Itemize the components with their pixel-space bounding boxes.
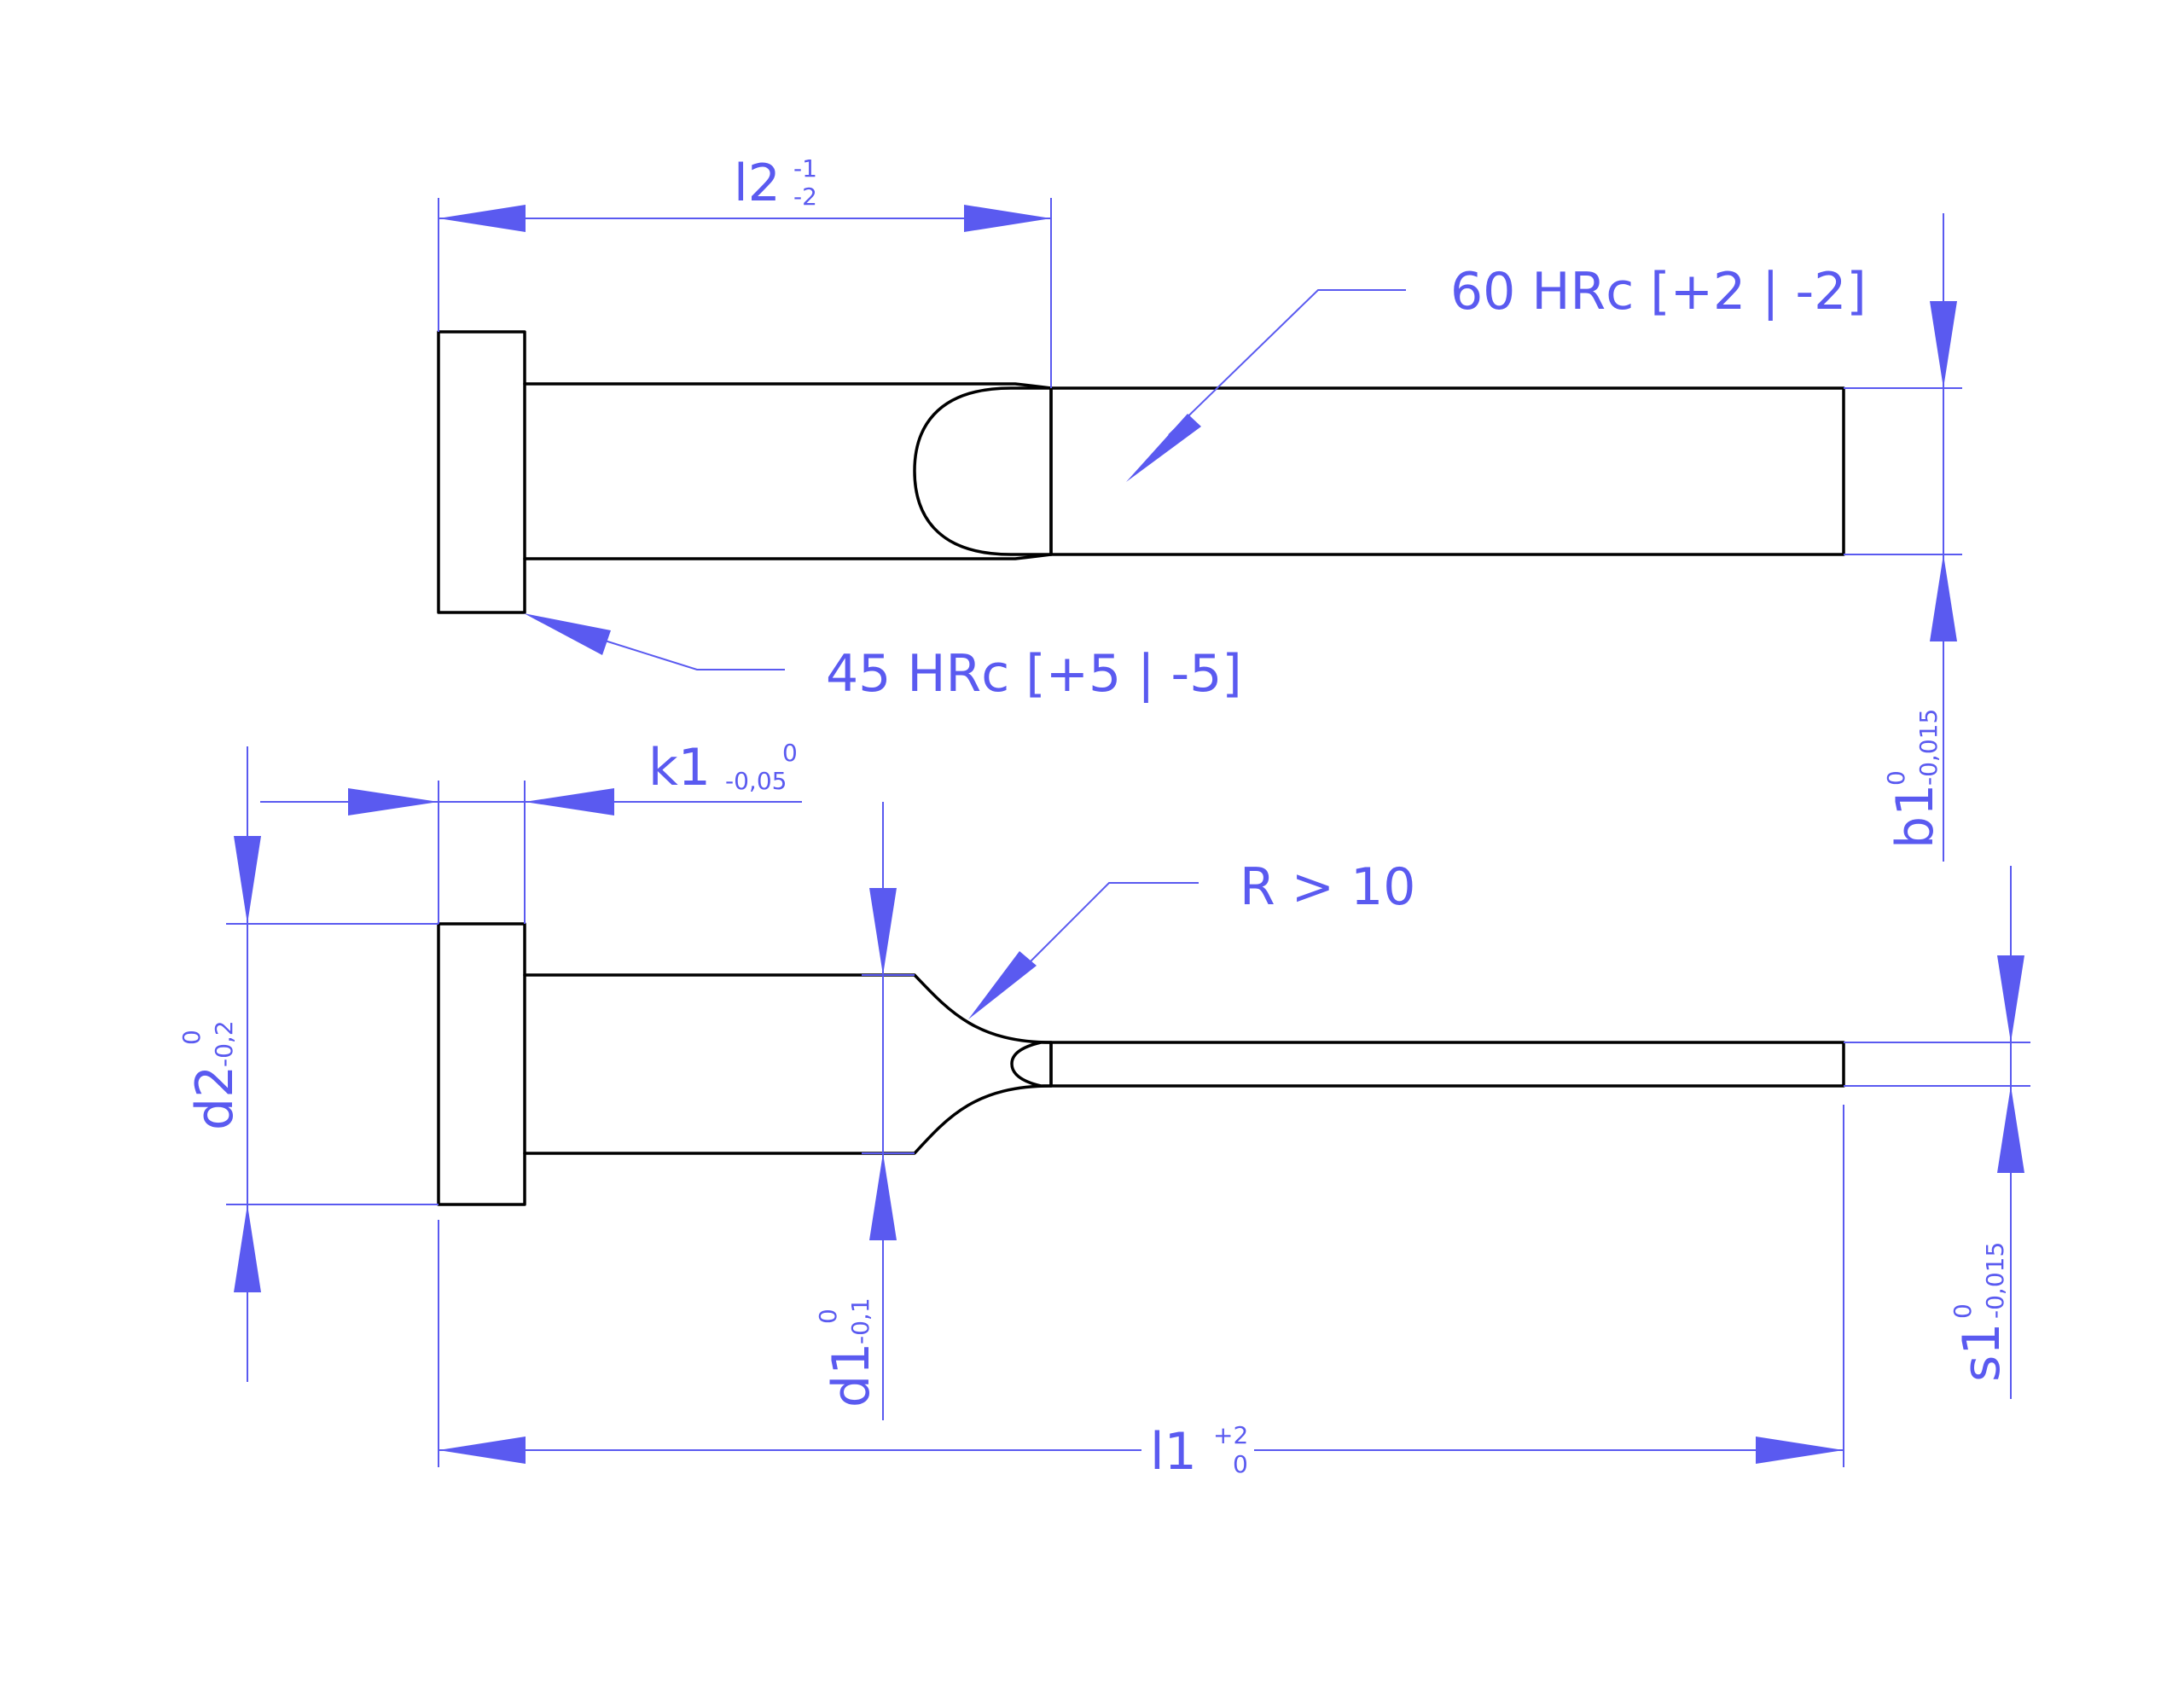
b1-upper-tolerance: 0 [1882,770,1910,786]
arrowhead [1930,554,1957,641]
dimension-l1: l1 +2 0 [438,1105,1844,1482]
d2-upper-tolerance: 0 [177,1030,206,1045]
bottom-view-blade-nose [1010,1041,1053,1088]
arrowhead [348,788,439,815]
l1-lower-tolerance: 0 [1233,1450,1248,1478]
arrowhead [234,836,261,924]
l2-label: l2 [734,154,781,213]
bottom-view-part [437,922,1845,1206]
dimension-l2: l2 -1 -2 [438,154,1052,388]
arrowhead [869,1153,897,1240]
k1-lower-tolerance: -0,05 [725,767,787,795]
callout-radius: R > 10 [968,857,1415,1019]
top-view-part [437,330,1845,614]
bottom-view-blade [1049,1041,1845,1088]
arrowhead [968,951,1037,1019]
arrowhead [1930,301,1957,388]
k1-label: k1 [648,738,711,798]
dimension-s1: s1 0 -0,015 [1844,866,2030,1399]
callout-hardness-tip: 60 HRc [+2 | -2] [1126,262,1867,482]
dimension-b1: b1 0 -0,015 [1844,213,1962,862]
hardness-head-label: 45 HRc [+5 | -5] [826,644,1242,704]
top-view-shank [523,382,1053,560]
l1-label: l1 [1150,1422,1197,1482]
arrowhead [439,205,526,232]
top-view-head [437,330,526,614]
d2-label: d2 [185,1065,245,1130]
l2-lower-tolerance: -2 [793,183,817,211]
dimension-k1: k1 0 -0,05 [260,738,802,924]
d1-upper-tolerance: 0 [814,1309,842,1324]
s1-lower-tolerance: -0,015 [1981,1242,2009,1319]
top-view-blade [1049,386,1845,556]
arrowhead [1756,1437,1844,1464]
d1-label: d1 [822,1343,881,1408]
bottom-view-shank [523,973,1053,1155]
arrowhead [1997,955,2024,1042]
hardness-tip-label: 60 HRc [+2 | -2] [1450,262,1867,322]
radius-label: R > 10 [1240,857,1415,917]
l2-upper-tolerance: -1 [793,154,817,183]
arrowhead [525,788,614,815]
arrowhead [869,888,897,975]
callout-hardness-head: 45 HRc [+5 | -5] [524,613,1242,704]
arrowhead [524,613,611,655]
arrowhead [1997,1086,2024,1173]
top-view-transition-curve [913,386,1053,556]
arrowhead [964,205,1051,232]
d2-lower-tolerance: -0,2 [210,1020,238,1067]
d1-lower-tolerance: -0,1 [846,1297,874,1344]
b1-label: b1 [1885,784,1945,849]
b1-lower-tolerance: -0,015 [1914,709,1943,786]
dimension-d2: d2 0 -0,2 [177,746,439,1382]
s1-label: s1 [1952,1323,2012,1382]
k1-upper-tolerance: 0 [782,739,798,767]
arrowhead [234,1204,261,1292]
arrowhead [1126,414,1201,482]
dimension-d1: d1 0 -0,1 [814,802,915,1420]
arrowhead [439,1437,526,1464]
l1-upper-tolerance: +2 [1213,1421,1248,1449]
bottom-view-head [437,922,526,1206]
s1-upper-tolerance: 0 [1949,1303,1977,1319]
